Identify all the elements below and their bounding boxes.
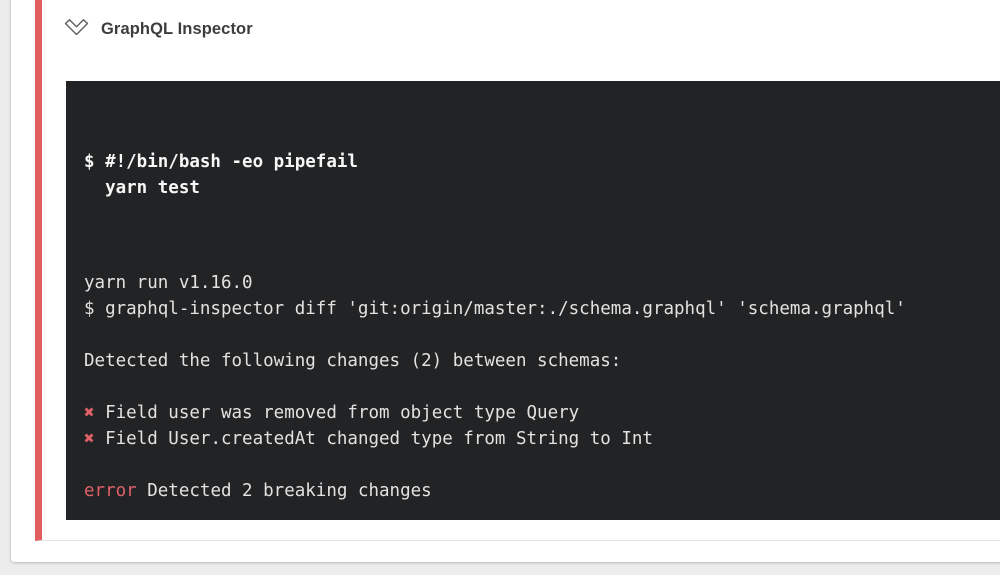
terminal-line: error Detected 2 breaking changes [84,481,432,501]
terminal-line: ✖ Field user was removed from object typ… [84,403,580,423]
terminal-command-line: yarn test [84,178,200,198]
terminal-command-line: $ #!/bin/bash -eo pipefail [84,152,358,172]
terminal-line [84,452,1000,478]
terminal-output-block: yarn run v1.16.0 $ graphql-inspector diff… [84,270,1000,520]
build-step-card: GraphQL Inspector $ #!/bin/bash -eo pipe… [35,0,1000,541]
terminal-command-block: $ #!/bin/bash -eo pipefail yarn test [84,149,1000,201]
terminal-line [84,504,1000,520]
terminal-line: $ graphql-inspector diff 'git:origin/mas… [84,299,906,319]
chevron-down-icon[interactable] [63,17,90,41]
terminal-output: $ #!/bin/bash -eo pipefail yarn test yar… [66,81,1000,520]
step-title: GraphQL Inspector [101,19,253,38]
build-output-panel: GraphQL Inspector $ #!/bin/bash -eo pipe… [11,0,1000,562]
step-header[interactable]: GraphQL Inspector [42,0,1000,58]
terminal-line: yarn run v1.16.0 [84,273,253,293]
terminal-line [84,322,1000,348]
terminal-line [84,374,1000,400]
terminal-line: ✖ Field User.createdAt changed type from… [84,429,653,449]
terminal-line: Detected the following changes (2) betwe… [84,351,622,371]
